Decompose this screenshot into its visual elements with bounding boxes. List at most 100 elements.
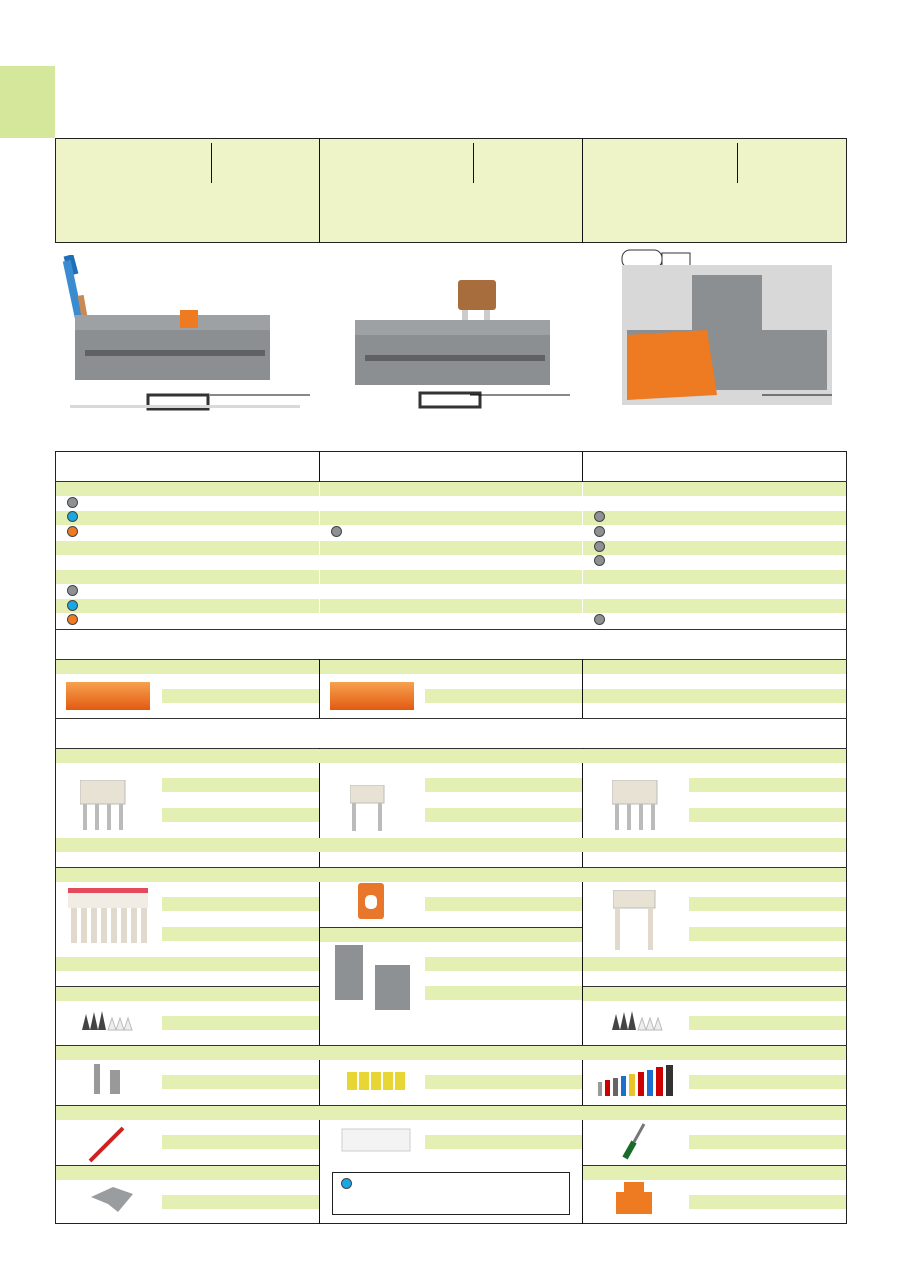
table-row [162, 897, 319, 911]
table-row [56, 868, 846, 882]
orange-dot [67, 614, 78, 625]
grey-dot [594, 614, 605, 625]
section-tab [0, 66, 55, 138]
table-gap [582, 482, 583, 629]
table-row [425, 1075, 582, 1089]
blue-dot [67, 511, 78, 522]
table-row [56, 660, 319, 674]
table-row [56, 987, 319, 1001]
table-row [425, 957, 582, 971]
grey-dot [67, 585, 78, 596]
fuse-tag-image [358, 883, 384, 919]
header-tick-2 [473, 143, 474, 183]
table-row [56, 599, 846, 613]
table-row [425, 897, 582, 911]
table-row [56, 838, 846, 852]
marker-card-image [341, 1128, 411, 1152]
section-divider [55, 1045, 847, 1046]
header-divider-2 [582, 138, 583, 243]
table-row [425, 1135, 582, 1149]
header-tick-3 [737, 143, 738, 183]
terminal-block-image-2 [355, 280, 570, 409]
header-tick-1 [211, 143, 212, 183]
header-table [55, 138, 847, 243]
table-row [425, 689, 582, 703]
table-row [689, 1135, 846, 1149]
table-row [56, 1166, 319, 1180]
table-row [689, 778, 846, 792]
table-row [689, 927, 846, 941]
table-row [689, 808, 846, 822]
section-divider [55, 1165, 319, 1166]
grey-dot [594, 555, 605, 566]
section-divider [55, 748, 847, 749]
grey-dot [331, 526, 342, 537]
header-divider-1 [319, 138, 320, 243]
table-row [56, 957, 319, 971]
test-plug-image [94, 1064, 120, 1094]
test-adapter-image [335, 945, 410, 1010]
orange-dot [67, 526, 78, 537]
table-row [583, 689, 846, 703]
table-gap [319, 482, 320, 629]
test-probe-image [88, 1126, 125, 1163]
table-row [320, 660, 582, 674]
ferrule-image [598, 1065, 673, 1096]
grey-dot [594, 526, 605, 537]
section-divider [583, 1165, 847, 1166]
table-row [162, 1135, 319, 1149]
section-divider [55, 1105, 847, 1106]
table-row [162, 927, 319, 941]
table-row [689, 1016, 846, 1030]
table-row [56, 482, 846, 496]
section-divider [55, 867, 847, 868]
table-row [583, 987, 846, 1001]
table-row [425, 778, 582, 792]
table-divider [319, 659, 320, 718]
table-row [56, 1046, 846, 1060]
orange-adapter-image [616, 1182, 652, 1214]
table-row [56, 1106, 846, 1120]
section-divider [55, 718, 847, 719]
blue-dot [67, 600, 78, 611]
table-row [583, 660, 846, 674]
table-divider [582, 748, 583, 1224]
grey-dot [594, 541, 605, 552]
terminal-block-image-3 [621, 249, 832, 405]
table-row [162, 1016, 319, 1030]
table-row [689, 897, 846, 911]
table-row [583, 1166, 846, 1180]
section-divider [320, 927, 582, 928]
table-row [689, 1195, 846, 1209]
table-row [162, 689, 319, 703]
jumper-image [80, 780, 126, 830]
marker-caps-image [82, 1011, 133, 1031]
comb-jumper-image [68, 888, 148, 943]
row-divider [55, 481, 847, 482]
clamp-image [91, 1187, 133, 1212]
table-row [425, 808, 582, 822]
screwdriver-image [622, 1123, 646, 1160]
section-divider [55, 659, 847, 660]
marker-caps-image [612, 1011, 663, 1031]
table-row [320, 928, 582, 942]
table-row [56, 570, 846, 584]
main-table [55, 451, 847, 1224]
table-row [425, 986, 582, 1000]
table-row [56, 511, 846, 525]
table-row [56, 541, 846, 555]
blue-dot [341, 1178, 352, 1189]
jumper-image [612, 780, 658, 830]
jumper-image [350, 785, 385, 831]
table-row [56, 749, 846, 763]
jumper-image [613, 890, 656, 950]
table-row [162, 1075, 319, 1089]
grey-dot [594, 511, 605, 522]
section-divider [583, 986, 847, 987]
table-row [162, 808, 319, 822]
table-row [583, 957, 846, 971]
terminal-block-image-1 [62, 255, 310, 411]
marker-strip-image [347, 1072, 405, 1090]
section-divider [55, 629, 847, 630]
table-divider [319, 748, 320, 1224]
